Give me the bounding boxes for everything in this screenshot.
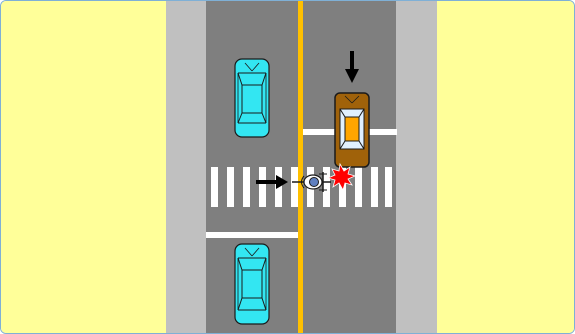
arrow-down bbox=[345, 51, 359, 83]
parked-car-upper bbox=[234, 58, 270, 138]
stop-line-left bbox=[206, 232, 299, 238]
sidewalk-right bbox=[396, 1, 437, 333]
parked-car-lower bbox=[234, 243, 270, 325]
arrow-right bbox=[256, 175, 288, 189]
sidewalk-left bbox=[166, 1, 206, 333]
land-right bbox=[437, 1, 574, 333]
impact-burst bbox=[326, 162, 357, 192]
moving-car bbox=[334, 92, 370, 168]
land-left bbox=[1, 1, 166, 333]
center-line bbox=[298, 1, 303, 333]
cyclist bbox=[292, 172, 331, 192]
